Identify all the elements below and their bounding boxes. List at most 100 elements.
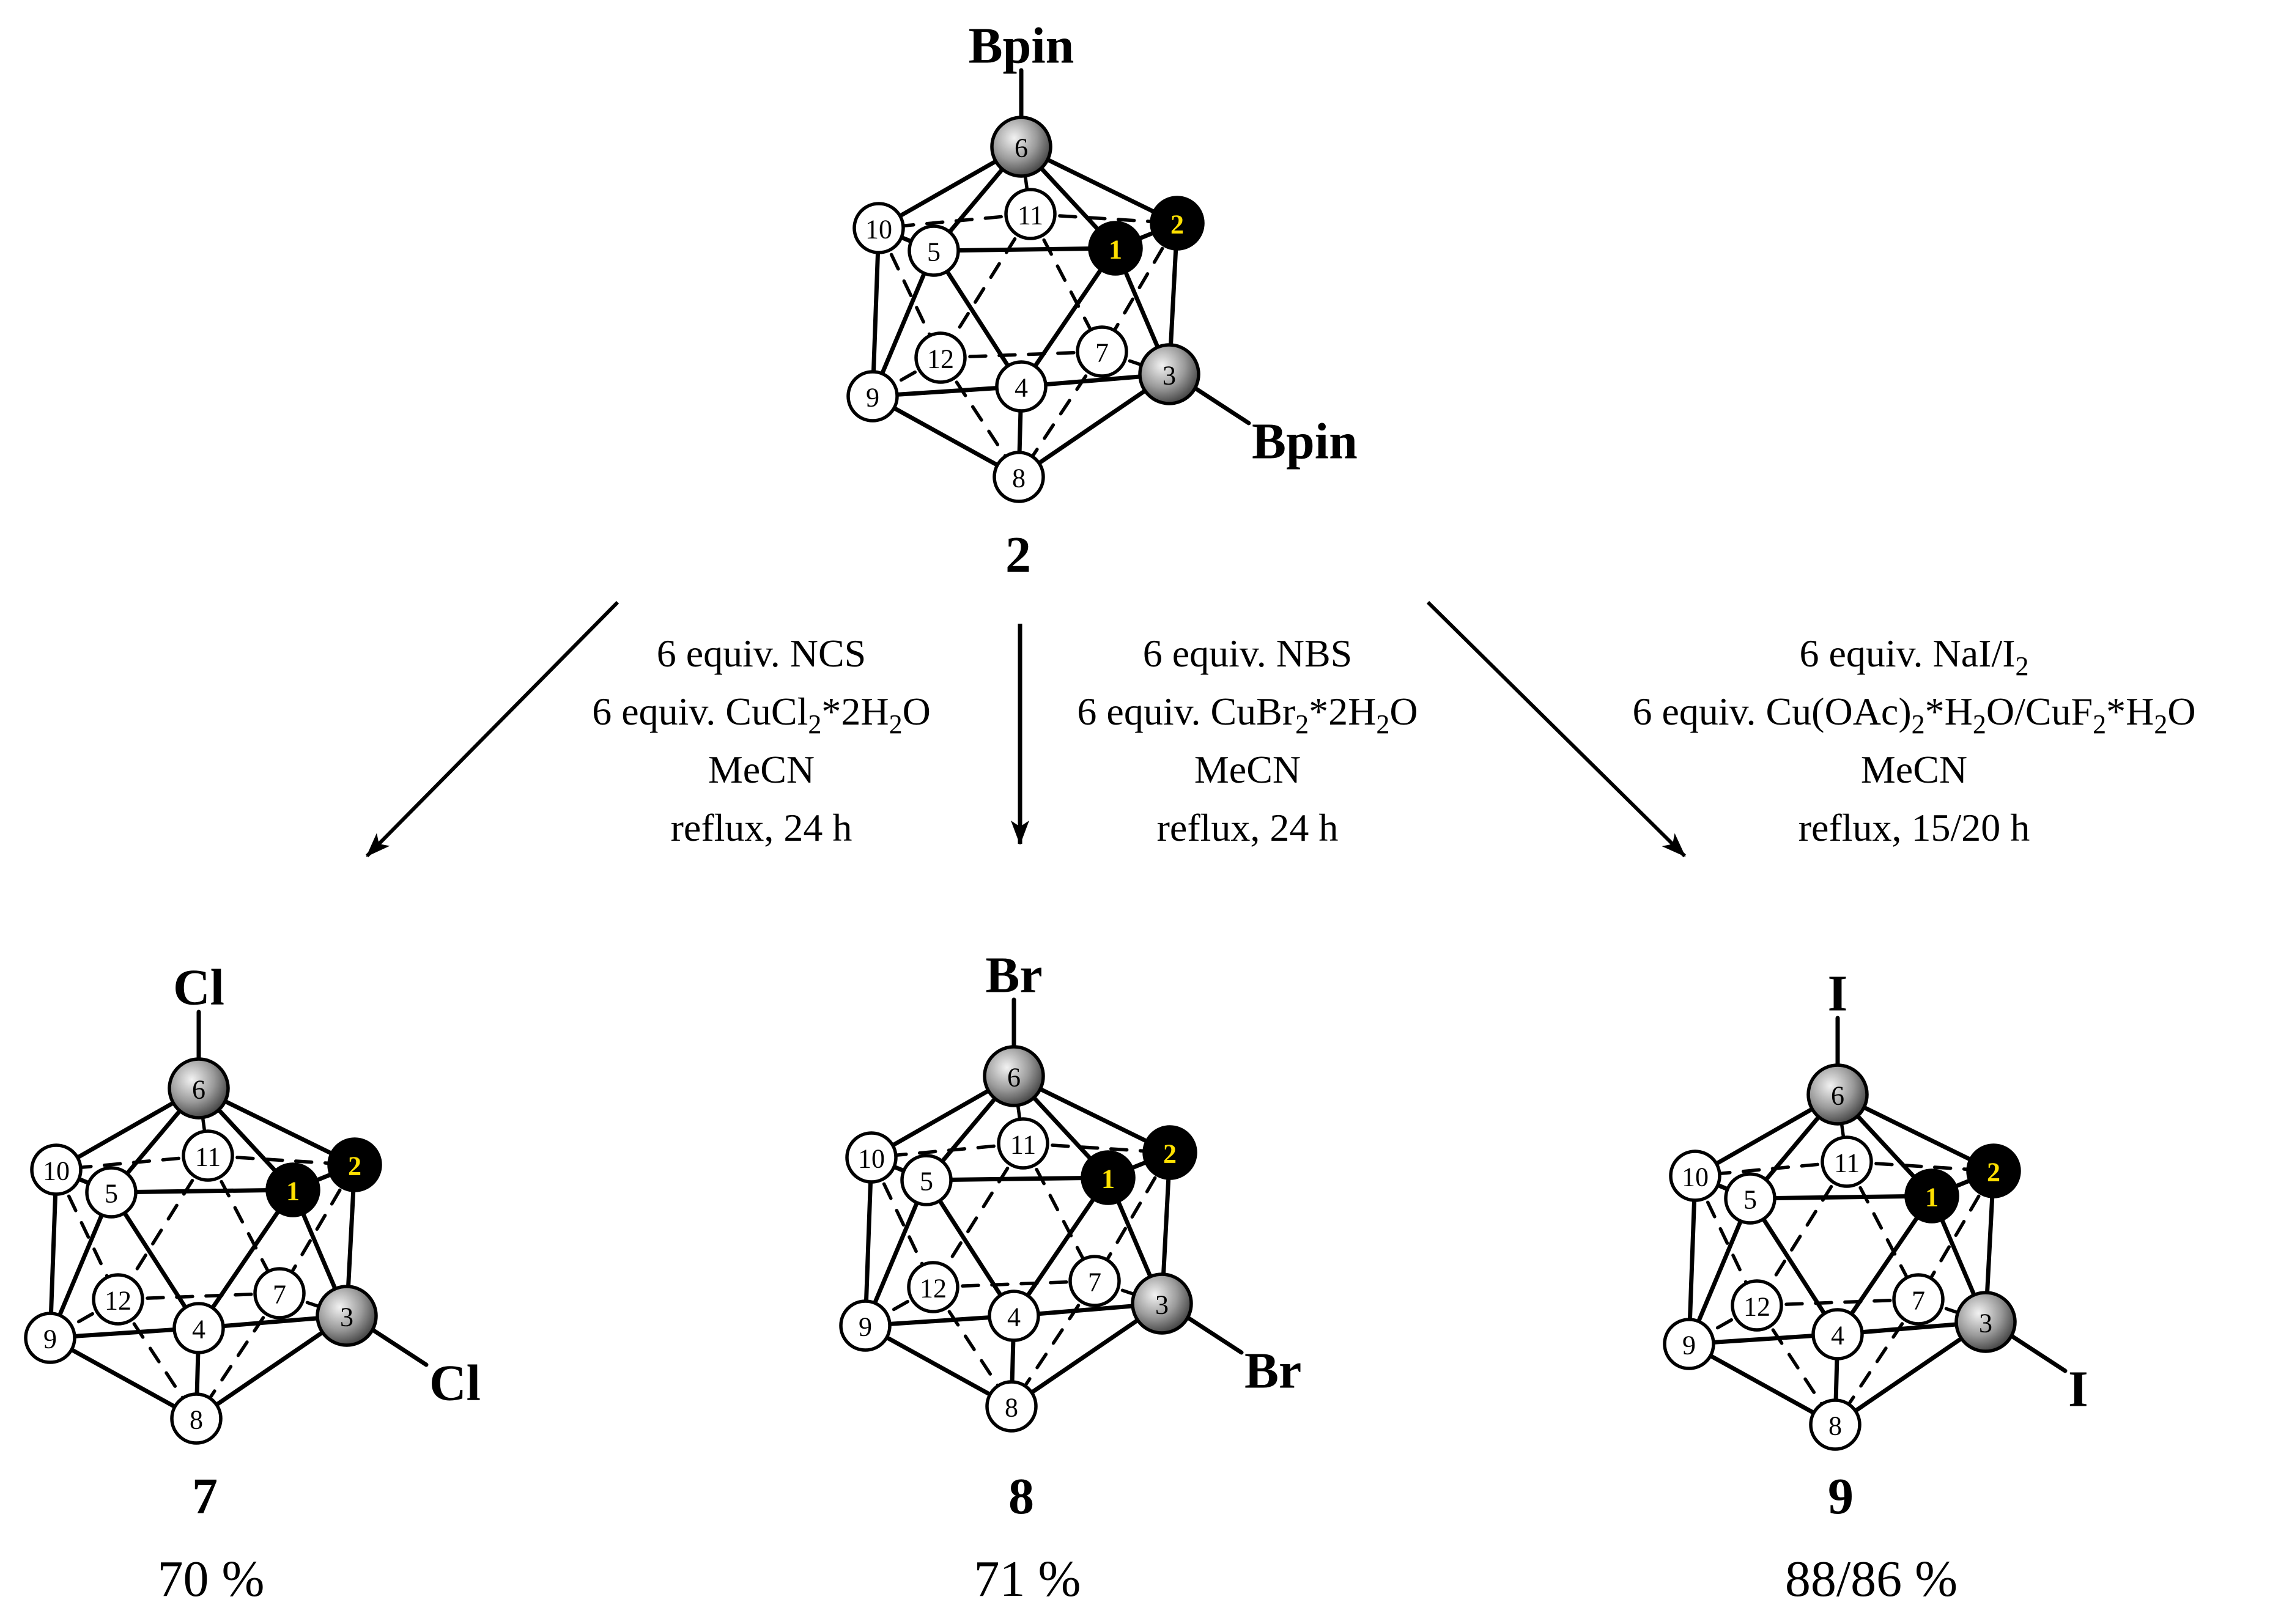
boron-atom-8 [170,1392,223,1445]
boron-atom-4 [1811,1308,1864,1360]
atom-label-8: 8 [1005,1393,1018,1423]
substituent-bond-side [2006,1332,2068,1373]
substituted-boron-atom-6 [983,1045,1045,1107]
substituent-bond-side [1183,1313,1244,1355]
compound-number-9: 9 [1828,1468,1854,1525]
condition-line: reflux, 15/20 h [1799,806,2030,849]
compound-number-7: 7 [192,1468,218,1525]
atom-label-3: 3 [340,1302,353,1332]
yield-8: 71 % [974,1551,1081,1607]
atom-label-3: 3 [1163,361,1176,391]
condition-text: MeCN [1194,748,1301,791]
cage-edge [1835,1194,1934,1337]
condition-line: MeCN [708,748,815,791]
atom-label-1: 1 [1109,235,1122,265]
subscript: 2 [1912,709,1925,739]
substituent-bond-side [1190,384,1251,426]
boron-atom-9 [1663,1318,1715,1370]
cage-edge [1748,1194,1934,1201]
cage-edge [48,1335,199,1421]
substituted-boron-atom-3 [1954,1291,2017,1353]
condition-text: O [1389,690,1418,733]
cage-edge [1687,1342,1838,1427]
substituent-label-side: Cl [429,1355,481,1412]
cage-edge [931,246,1118,253]
substituted-boron-atom-3 [1131,1272,1193,1335]
atom-label-2: 2 [1170,210,1184,240]
atom-label-2: 2 [1987,1157,2000,1187]
compound-number-8: 8 [1008,1468,1034,1525]
subscript: 2 [1295,709,1309,739]
condition-text: O [2167,690,2195,733]
substituent-label-top: Cl [173,959,224,1016]
condition-text: *2H [1309,690,1376,733]
condition-text: 6 equiv. CuCl [592,690,808,733]
boron-atom-12 [914,331,967,384]
reaction-arrow-chlorination [365,600,619,858]
yield-9: 88/86 % [1785,1551,1958,1607]
atom-label-8: 8 [1012,463,1026,493]
boron-atom-12 [907,1261,959,1313]
boron-atom-5 [85,1166,138,1219]
atom-label-9: 9 [859,1312,872,1342]
boron-atom-8 [993,451,1045,503]
condition-line: 6 equiv. CuCl2*2H2O [592,690,931,739]
carbon-atom-1 [1088,221,1143,276]
cage-edge [870,226,881,399]
cage-edge [1687,1196,1753,1346]
subscript: 2 [2154,709,2167,739]
atom-label-12: 12 [105,1286,131,1316]
condition-text: *H [2106,690,2154,733]
subscript: 2 [889,709,903,739]
subscript: 2 [808,709,821,739]
atom-label-5: 5 [920,1167,933,1197]
condition-text: O [903,690,931,733]
boron-atom-7 [1892,1273,1945,1326]
atom-label-1: 1 [1925,1183,1939,1212]
atom-label-12: 12 [920,1274,947,1304]
condition-line: 6 equiv. NaI/I2 [1799,632,2028,681]
cage-edge [196,1187,295,1331]
condition-text: 6 equiv. CuBr [1077,690,1295,733]
substituent-label-side: Br [1244,1343,1301,1400]
condition-line: 6 equiv. CuBr2*2H2O [1077,690,1418,739]
cage-edge-back [939,212,1032,360]
boron-atom-5 [900,1154,953,1206]
condition-line: reflux, 24 h [671,806,852,849]
atom-label-11: 11 [195,1142,221,1172]
condition-text: O/CuF [1986,690,2093,733]
substituted-boron-atom-6 [168,1057,230,1120]
boron-atom-7 [1068,1255,1121,1307]
condition-line: MeCN [1861,748,1967,791]
substituted-boron-atom-6 [1806,1063,1869,1126]
atom-label-4: 4 [192,1315,205,1345]
boron-atom-11 [182,1129,234,1182]
atom-label-12: 12 [927,344,954,374]
carbon-atom-1 [265,1162,320,1217]
cage-edge-back [116,1154,210,1301]
cage-edge [870,248,936,399]
boron-atom-11 [1004,188,1057,240]
cage-edge-back [116,1291,281,1301]
subscript: 2 [1376,709,1389,739]
cage-edge [863,1178,929,1328]
cage-edge-back [1755,1297,1920,1307]
carbon-atom-2 [1142,1125,1197,1180]
atom-label-9: 9 [1682,1331,1696,1360]
cage-edge-back [1755,1160,1849,1307]
atom-label-9: 9 [43,1324,57,1354]
atom-label-10: 10 [865,215,892,245]
atom-label-1: 1 [1101,1164,1115,1194]
cage-edge [931,248,1024,389]
boron-atom-4 [995,360,1048,413]
atom-label-8: 8 [1828,1411,1842,1441]
subscript: 2 [2093,709,2106,739]
atom-label-6: 6 [1831,1081,1844,1111]
substituent-label-top: Br [985,947,1042,1004]
cage-edge [1687,1173,1698,1346]
